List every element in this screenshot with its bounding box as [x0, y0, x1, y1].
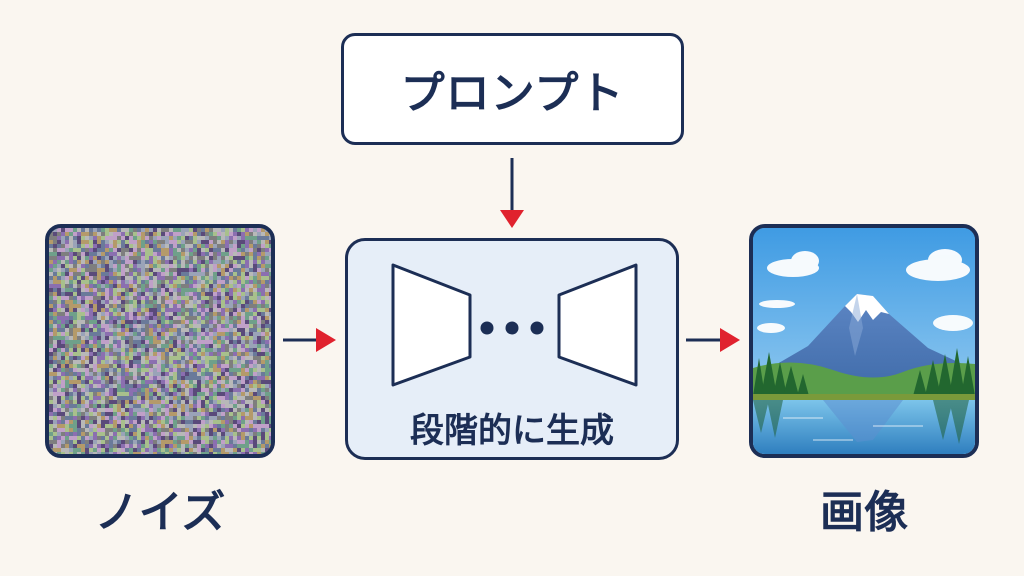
- encoder-trapezoid-icon: [391, 263, 472, 387]
- generator-label: 段階的に生成: [410, 411, 614, 451]
- prompt-box: プロンプト: [341, 33, 684, 145]
- cloud-icon: [757, 249, 973, 333]
- mountain-lake-landscape: [753, 228, 975, 454]
- noise-texture: [49, 228, 271, 454]
- ellipsis-icon: [480, 321, 544, 335]
- generator-diagram: [391, 263, 638, 387]
- noise-image: [45, 224, 275, 458]
- arrow-generator-to-image: [686, 328, 740, 352]
- arrow-noise-to-generator: [283, 328, 336, 352]
- arrow-prompt-to-generator: [500, 158, 524, 228]
- noise-caption: ノイズ: [94, 487, 226, 538]
- output-image: [749, 224, 979, 458]
- decoder-trapezoid-icon: [557, 263, 638, 387]
- image-caption: 画像: [820, 487, 908, 538]
- prompt-label: プロンプト: [400, 68, 625, 119]
- generator-box: 段階的に生成: [345, 238, 679, 460]
